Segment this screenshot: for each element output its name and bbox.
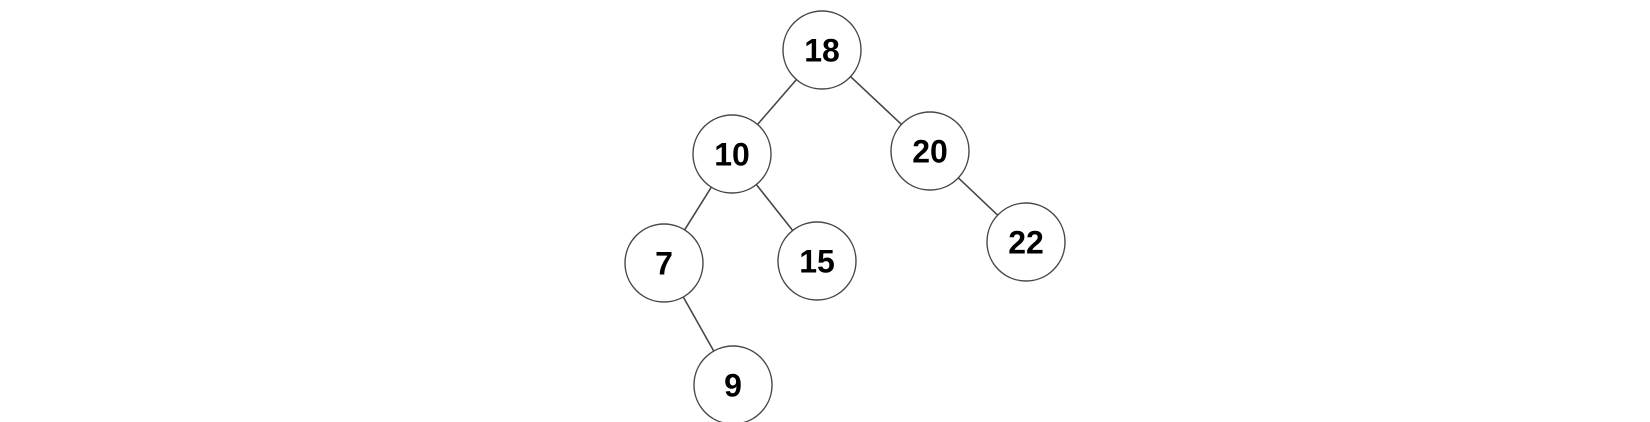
tree-edge-10-15 bbox=[755, 184, 794, 231]
tree-node-20: 20 bbox=[890, 111, 970, 191]
tree-edge-18-20 bbox=[849, 76, 903, 125]
tree-edge-18-10 bbox=[756, 78, 798, 126]
tree-node-circle-10 bbox=[692, 114, 772, 194]
tree-node-18: 18 bbox=[782, 10, 862, 90]
tree-node-10: 10 bbox=[692, 114, 772, 194]
tree-node-label-20: 20 bbox=[912, 134, 948, 170]
tree-node-label-7: 7 bbox=[655, 246, 673, 282]
tree-node-circle-9 bbox=[693, 345, 773, 422]
tree-node-circle-20 bbox=[890, 111, 970, 191]
tree-node-label-22: 22 bbox=[1008, 225, 1044, 261]
tree-node-circle-22 bbox=[986, 202, 1066, 282]
tree-node-7: 7 bbox=[624, 223, 704, 303]
tree-nodes-layer: 18 10 20 7 15 22 9 bbox=[624, 10, 1066, 422]
tree-node-9: 9 bbox=[693, 345, 773, 422]
tree-node-label-18: 18 bbox=[804, 33, 840, 69]
tree-edge-7-9 bbox=[682, 296, 715, 352]
tree-node-circle-15 bbox=[777, 221, 857, 301]
tree-node-label-10: 10 bbox=[714, 137, 750, 173]
tree-node-circle-18 bbox=[782, 10, 862, 90]
tree-node-label-15: 15 bbox=[799, 244, 835, 280]
tree-node-15: 15 bbox=[777, 221, 857, 301]
tree-node-label-9: 9 bbox=[724, 368, 742, 404]
tree-edge-10-7 bbox=[683, 186, 713, 231]
tree-node-22: 22 bbox=[986, 202, 1066, 282]
tree-edges-layer bbox=[682, 76, 999, 352]
tree-node-circle-7 bbox=[624, 223, 704, 303]
tree-edge-20-22 bbox=[957, 177, 999, 216]
